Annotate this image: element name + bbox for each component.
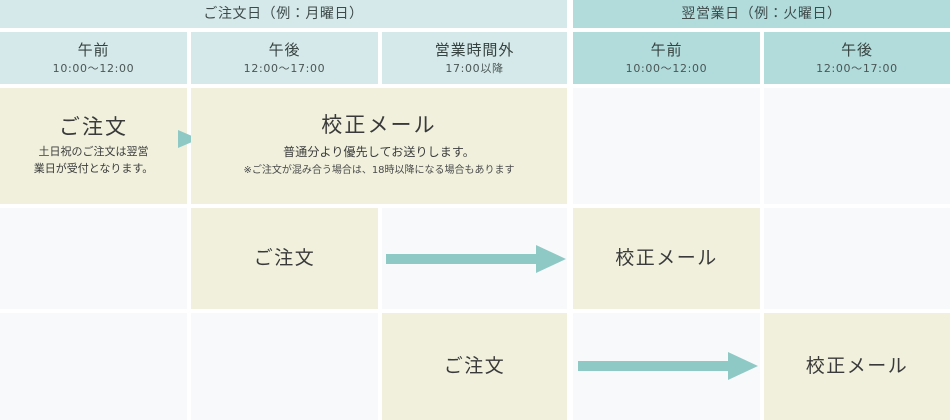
column-header-title: 午前 [650,40,683,59]
column-header-title: 午前 [77,40,110,59]
row3-order-cell: ご注文 [382,313,567,420]
row1-proof-mail-title: 校正メール [321,112,437,137]
column-header-time: 12:00〜17:00 [243,61,326,75]
column-header-time: 12:00〜17:00 [816,61,898,75]
row1-next-day-afternoon-cell [764,88,950,204]
header-band-next-business-day: 翌営業日（例：火曜日） [573,0,950,28]
row2-order-cell: ご注文 [191,208,378,309]
row3-order-day-afternoon-cell [191,313,378,420]
column-header-afternoon-order-day: 午後 12:00〜17:00 [191,32,378,84]
column-header-morning-next-day: 午前 10:00〜12:00 [573,32,760,84]
column-header-time: 17:00以降 [445,61,504,75]
row2-order-day-morning-cell [0,208,187,309]
column-header-after-hours-order-day: 営業時間外 17:00以降 [382,32,567,84]
column-header-title: 営業時間外 [434,40,515,59]
row1-proof-mail-subtitle: 普通分より優先してお送りします。 [283,144,475,159]
row1-order-title: ご注文 [58,115,129,140]
header-band-order-day: ご注文日（例：月曜日） [0,0,567,28]
row1-order-note-line1: 土日祝のご注文は翌営 [38,145,149,159]
column-header-afternoon-next-day: 午後 12:00〜17:00 [764,32,950,84]
header-band-next-business-day-label: 翌営業日（例：火曜日） [681,6,842,22]
column-header-title: 午後 [841,40,873,59]
row2-proof-mail-title: 校正メール [615,247,718,270]
row1-order-cell: ご注文 土日祝のご注文は翌営 業日が受付となります。 [0,88,187,204]
row2-next-day-afternoon-cell [764,208,950,309]
row3-order-day-morning-cell [0,313,187,420]
row2-after-hours-cell [382,208,567,309]
row3-proof-mail-title: 校正メール [805,355,909,378]
row3-proof-mail-cell: 校正メール [764,313,950,420]
row2-order-title: ご注文 [253,247,316,270]
row1-proof-mail-note: ※ご注文が混み合う場合は、18時以降になる場合もあります [243,165,515,177]
row3-next-day-morning-cell [573,313,760,420]
row1-order-note-line2: 業日が受付となります。 [33,161,154,175]
row1-next-day-morning-cell [573,88,760,204]
column-header-title: 午後 [268,40,301,59]
row2-proof-mail-cell: 校正メール [573,208,760,309]
column-header-morning-order-day: 午前 10:00〜12:00 [0,32,187,84]
row1-proof-mail-cell: 校正メール 普通分より優先してお送りします。 ※ご注文が混み合う場合は、18時以… [191,88,567,204]
row3-order-title: ご注文 [443,355,506,378]
column-header-time: 10:00〜12:00 [52,61,135,75]
column-header-time: 10:00〜12:00 [625,61,708,75]
header-band-order-day-label: ご注文日（例：月曜日） [203,6,364,22]
